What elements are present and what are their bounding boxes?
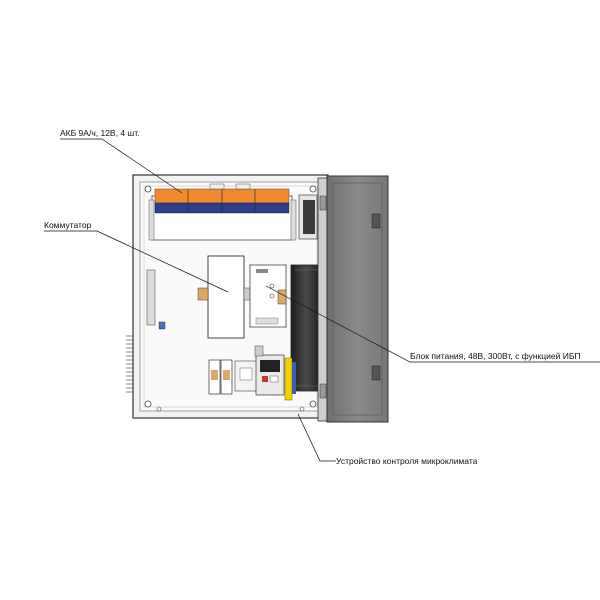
- screw-icon: [144, 185, 152, 193]
- network-switch: [197, 255, 253, 339]
- battery-leader: [60, 138, 183, 194]
- screw-icon: [309, 400, 317, 408]
- left-vent-fins: [126, 335, 133, 393]
- callout-lines: [44, 138, 600, 462]
- climate-label: Устройство контроля микроклимата: [336, 456, 478, 466]
- climate-leader: [297, 413, 336, 462]
- power-supply: [249, 264, 287, 328]
- cabinet-door: [317, 175, 389, 423]
- psu-leader: [265, 285, 600, 363]
- circuit-breakers: [208, 359, 233, 395]
- psu-label: Блок питания, 48В, 300Вт, с функцией ИБП: [410, 351, 581, 361]
- screw-icon: [309, 185, 317, 193]
- battery-pack: [148, 183, 297, 241]
- switch-label: Коммутатор: [44, 220, 92, 230]
- terminal-block: [284, 357, 296, 401]
- top-fan-housing: [298, 194, 318, 240]
- switch-leader: [44, 230, 229, 293]
- battery-label: АКБ 9А/ч, 12В, 4 шт.: [60, 128, 140, 138]
- climate-controller: [234, 345, 285, 396]
- left-din-rail: [146, 269, 166, 330]
- screw-icon: [144, 400, 152, 408]
